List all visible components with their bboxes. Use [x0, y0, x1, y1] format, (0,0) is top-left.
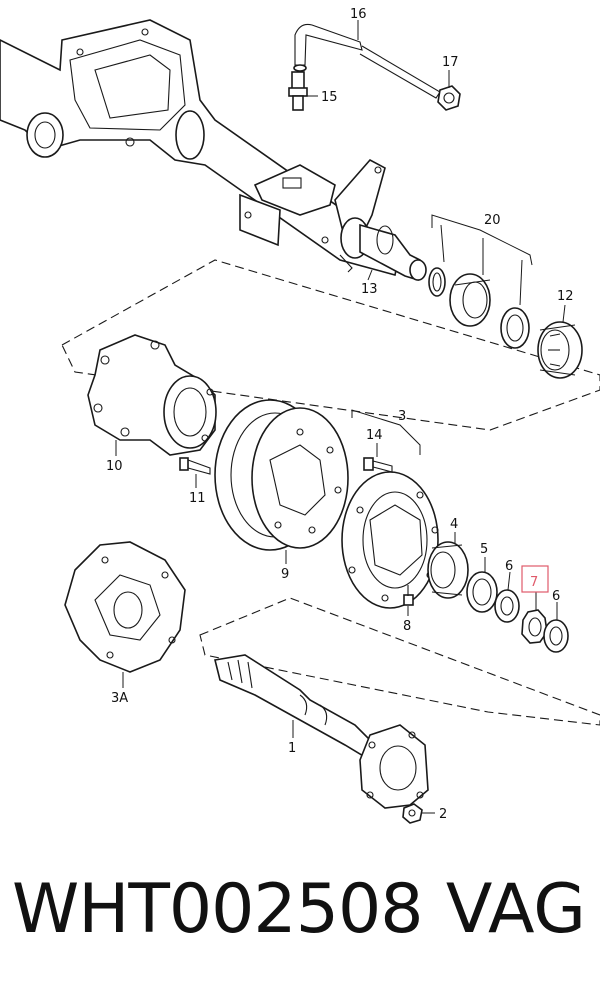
callout-2: 2	[439, 807, 447, 822]
callout-17: 17	[442, 55, 459, 70]
brake-drum	[214, 399, 349, 551]
exploded-parts-diagram: 16 15 17 20 13 12 10 11 9 3 14 4 5 6 7 6…	[0, 7, 600, 824]
assembly-outline-lower	[199, 597, 600, 726]
callout-12: 12	[557, 289, 574, 304]
stub-axle-spindle	[340, 217, 427, 282]
hub-seal	[449, 273, 491, 327]
groove-nut-inner	[494, 589, 520, 623]
axle-housing	[0, 19, 401, 276]
group-bracket-20	[431, 214, 533, 266]
thrust-washer	[466, 571, 498, 613]
callout-11: 11	[189, 491, 206, 506]
leader-lines	[115, 20, 566, 814]
callout-20: 20	[484, 213, 501, 228]
bearing-race-inner	[500, 307, 530, 349]
spring-bracket	[239, 158, 386, 273]
hub-bolt	[403, 585, 414, 606]
wheel-stud	[179, 457, 211, 475]
flange-nut	[402, 803, 423, 824]
callout-1: 1	[288, 741, 296, 756]
highlighted-callout-box	[521, 565, 549, 593]
groove-nut-outer	[543, 619, 569, 653]
callout-8: 8	[403, 619, 411, 634]
callout-3a: 3A	[111, 691, 128, 706]
tapered-roller-bearing-outer	[537, 321, 583, 379]
wheel-hub-flange	[87, 334, 217, 456]
drive-flange	[64, 541, 186, 673]
seal-ring-oring	[428, 267, 446, 297]
union-nut	[437, 85, 461, 111]
tab-lock-washer	[521, 609, 548, 644]
callout-13: 13	[361, 282, 378, 297]
callout-9: 9	[281, 567, 289, 582]
callout-14: 14	[366, 428, 383, 443]
footer: WHT002508 VAG	[0, 868, 600, 978]
callout-3: 3	[398, 409, 406, 424]
brake-disc	[341, 471, 439, 609]
part-number: WHT002508	[12, 870, 423, 949]
group-bracket-3	[351, 409, 421, 455]
callout-10: 10	[106, 459, 123, 474]
callout-7: 7	[530, 575, 538, 590]
callout-6b: 6	[552, 589, 560, 604]
assembly-outline-upper	[61, 259, 600, 431]
breather-valve	[288, 71, 308, 111]
wheel-bearing	[427, 541, 469, 599]
brand-name: VAG	[445, 870, 586, 949]
callout-5: 5	[480, 542, 488, 557]
shaft-flange	[359, 724, 429, 809]
callout-15: 15	[321, 90, 338, 105]
brake-hose	[293, 23, 441, 99]
disc-bolt	[363, 457, 393, 473]
callout-6a: 6	[505, 559, 513, 574]
callout-16: 16	[350, 7, 367, 22]
callout-4: 4	[450, 517, 458, 532]
